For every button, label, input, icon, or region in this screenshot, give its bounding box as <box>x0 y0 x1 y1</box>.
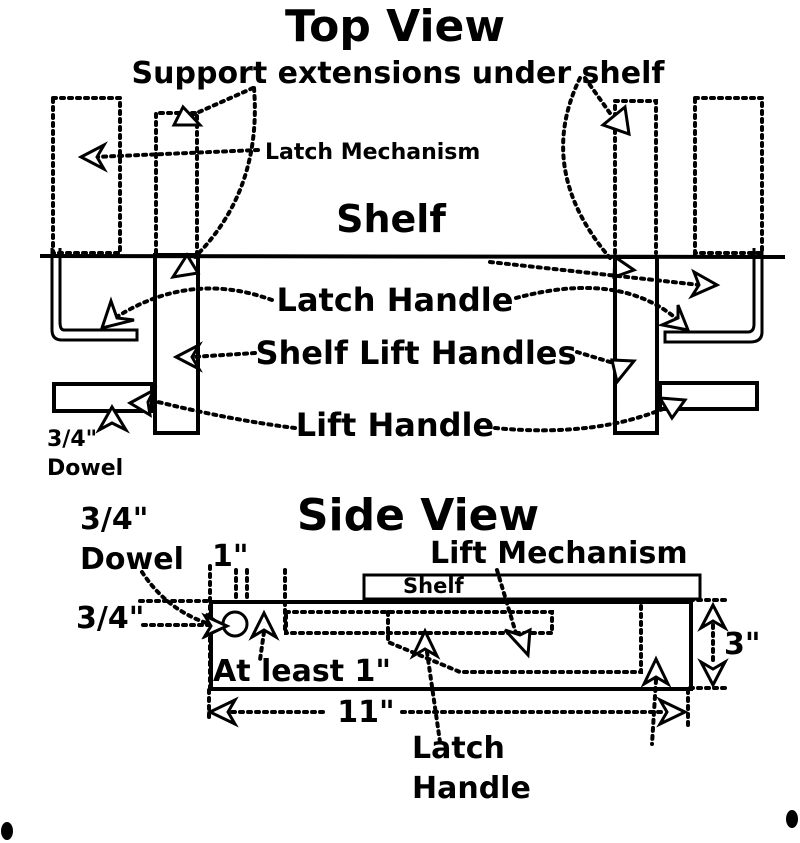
at-least-leader <box>258 630 266 662</box>
latch-mechanism-label: Latch Mechanism <box>265 140 480 165</box>
side-view-title: Side View <box>297 490 539 541</box>
shelf-label: Shelf <box>336 197 446 241</box>
eleven-inch-label: 11" <box>337 695 394 730</box>
support-right-arrow-icon <box>599 104 631 137</box>
bottom-right-corner-mark <box>786 810 798 828</box>
handle-word-label: Handle <box>412 771 531 806</box>
left-outer-support-extension <box>51 96 122 255</box>
left-latch-handle <box>50 248 139 342</box>
support-right-leader <box>583 76 614 118</box>
latch-handle-left-leader <box>113 286 274 320</box>
shelf-to-latch-arrow-icon <box>688 268 721 300</box>
latch-mechanism-leader <box>93 148 260 159</box>
left-lift-handle <box>52 382 154 413</box>
three-inch-up-arrow-icon <box>697 601 729 632</box>
top-view: Top View Support extensions under shelf … <box>39 1 786 481</box>
latch-up-arrow-icon <box>409 627 441 660</box>
dowel-arrow-icon <box>95 404 130 434</box>
latch-handle-label: Latch Handle <box>277 281 514 319</box>
support-left-bottom-arrow-icon <box>169 252 201 280</box>
lift-handle-right-leader <box>493 403 674 433</box>
latch-leader <box>425 650 442 744</box>
side-dowel-circle <box>221 610 249 638</box>
lift-mechanism-label: Lift Mechanism <box>430 536 688 571</box>
lift-handle-right-arrow-icon <box>657 396 688 421</box>
latch-word-label: Latch <box>412 731 505 766</box>
shelf-lift-handles-left-arrow-icon <box>172 341 203 373</box>
right-inner-support-extension <box>613 99 658 255</box>
support-left-leader <box>188 86 255 118</box>
support-left-arrow-icon <box>171 104 204 127</box>
right-latch-handle <box>663 248 764 344</box>
latch-handle-left-arrow-icon <box>99 296 135 331</box>
three-inch-label: 3" <box>724 627 761 662</box>
side-shelf-board <box>362 573 702 601</box>
eleven-inch-left-arrow-icon <box>206 696 239 728</box>
latch-mechanism-arrow-icon <box>77 141 108 173</box>
lift-handle-left-arrow-icon <box>126 386 158 418</box>
side-shelf-label: Shelf <box>403 574 465 598</box>
lift-mechanism-arrow-icon <box>503 627 532 659</box>
latch-handle-right-arrow-icon <box>656 304 691 332</box>
bottom-left-corner-mark <box>1 822 13 840</box>
right-lift-handle-upright <box>613 255 659 435</box>
support-right-curve-leader <box>561 76 612 260</box>
shelf-to-latch-leader <box>488 260 702 287</box>
shelf-edge-line <box>39 254 786 259</box>
side-dowel-size-label: 3/4" <box>80 502 148 537</box>
top-dowel-size-label: 3/4" <box>47 427 97 452</box>
eleven-inch-right-arrow-icon <box>656 696 689 728</box>
lift-mechanism-leader <box>495 568 520 642</box>
one-inch-label: 1" <box>212 539 249 574</box>
support-left-curve-leader <box>193 86 257 259</box>
at-least-label: At least 1" <box>213 654 391 689</box>
left-inner-support-extension <box>154 111 199 255</box>
three-quarter-arrow-icon <box>201 612 231 640</box>
right-outer-support-extension <box>693 96 764 255</box>
latch-handle-right-leader <box>514 285 680 322</box>
latch-right-arrow-icon <box>640 655 672 688</box>
shelf-lift-handles-label: Shelf Lift Handles <box>255 334 576 372</box>
shelf-lift-handles-right-leader <box>575 350 622 367</box>
top-view-title: Top View <box>285 1 505 52</box>
side-dowel-word-label: Dowel <box>80 542 184 577</box>
three-inch-down-arrow-icon <box>697 658 729 689</box>
three-quarter-label: 3/4" <box>76 601 144 636</box>
side-view: Side View 3/4" Dowel 1" Lift Mechanism S… <box>76 490 761 806</box>
shelf-lift-handles-right-arrow-icon <box>610 358 638 386</box>
lift-handle-label: Lift Handle <box>296 406 494 444</box>
support-extensions-label: Support extensions under shelf <box>132 56 666 91</box>
shelf-lift-handles-left-leader <box>190 351 257 359</box>
side-latch-mechanism-path <box>386 604 643 674</box>
lift-handle-left-leader <box>148 398 297 430</box>
right-lift-handle <box>658 381 759 411</box>
side-top-dim-line <box>138 598 730 603</box>
top-dowel-word-label: Dowel <box>47 456 123 481</box>
